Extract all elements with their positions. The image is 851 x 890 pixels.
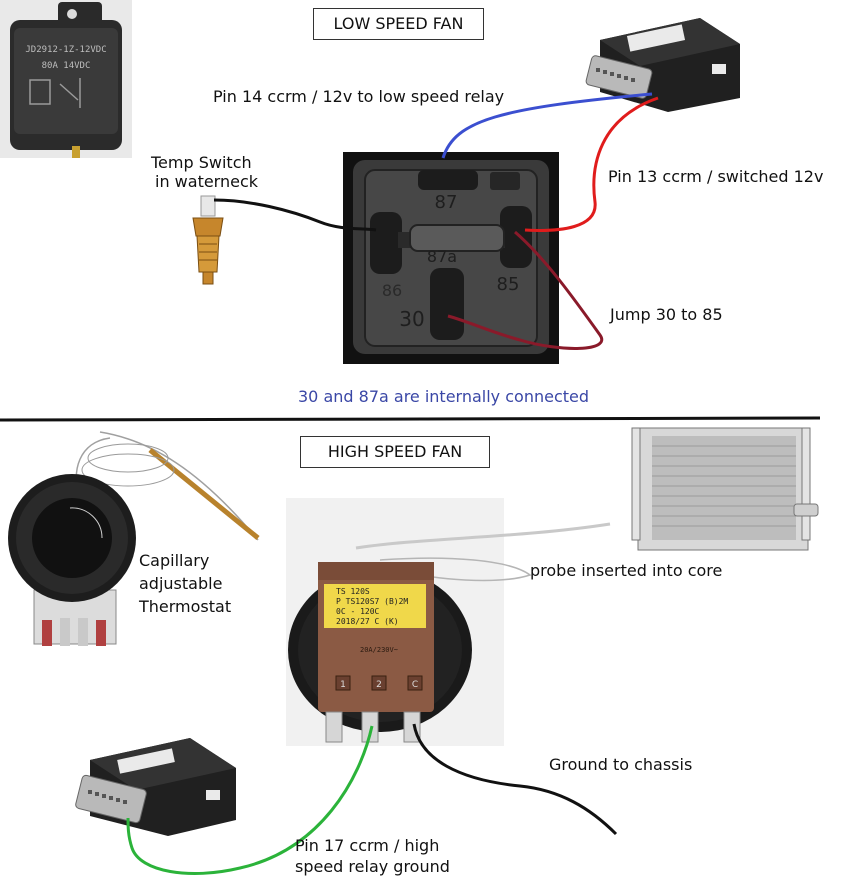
green-wire (126, 725, 374, 875)
relay-photo-model: JD2912-1Z-12VDC (25, 45, 106, 55)
blue-wire (441, 92, 653, 159)
thermo-term2: 2 (376, 680, 382, 690)
jump-label: Jump 30 to 85 (610, 305, 723, 324)
section-divider (0, 416, 821, 422)
pin-87-label: 87 (435, 192, 458, 213)
capillary-label-line2: adjustable (139, 574, 223, 593)
relay-photo: JD2912-1Z-12VDC 80A 14VDC (0, 0, 132, 158)
jumper-wire-30-85 (447, 230, 604, 350)
thermo-line2: P TS120S7 (B)2M (336, 597, 408, 606)
pin13-label: Pin 13 ccrm / switched 12v (608, 167, 824, 186)
pin-86-label: 86 (382, 281, 402, 300)
low-speed-fan-title: LOW SPEED FAN (313, 8, 484, 40)
thermo-term1: 1 (340, 680, 346, 690)
temp-switch-label-line2: in waterneck (155, 172, 259, 191)
probe-label: probe inserted into core (530, 561, 723, 580)
black-wire-temp (213, 198, 377, 232)
red-wire (524, 96, 659, 232)
capillary-label-line3: Thermostat (139, 597, 232, 616)
temp-switch-label-line1: Temp Switch (151, 153, 252, 172)
pin-87a-label: 87a (427, 247, 457, 266)
pin-85-label: 85 (497, 274, 520, 295)
thermostat-switch-photo: TS 120S P TS120S7 (B)2M 0C - 120C 2018/2… (286, 498, 611, 746)
pin14-label: Pin 14 ccrm / 12v to low speed relay (213, 87, 505, 106)
temp-switch-sensor (192, 195, 224, 285)
pin17-label-line1: Pin 17 ccrm / high (295, 836, 440, 855)
capillary-label-line1: Capillary (139, 551, 210, 570)
thermo-model: TS 120S (336, 587, 370, 596)
ground-label: Ground to chassis (549, 755, 693, 774)
ccrm-module-bottom (75, 738, 236, 836)
thermo-date: 2018/27 C (K) (336, 617, 399, 626)
relay-socket: 87 87a 85 30 86 (343, 152, 559, 364)
relay-photo-rating: 80A 14VDC (42, 61, 91, 71)
thermo-range: 0C - 120C (336, 607, 380, 616)
ccrm-module-top (585, 18, 740, 112)
thermo-rating: 20A/230V~ (360, 646, 398, 654)
black-wire-ground (412, 723, 618, 836)
thermo-term3: C (412, 680, 418, 690)
pin17-label-line2: speed relay ground (295, 857, 450, 876)
high-speed-fan-title: HIGH SPEED FAN (300, 436, 490, 468)
radiator-photo (631, 427, 819, 551)
capillary-thermostat-photo (8, 431, 260, 646)
pin-30-label: 30 (399, 307, 424, 331)
internal-connection-note: 30 and 87a are internally connected (298, 387, 590, 406)
